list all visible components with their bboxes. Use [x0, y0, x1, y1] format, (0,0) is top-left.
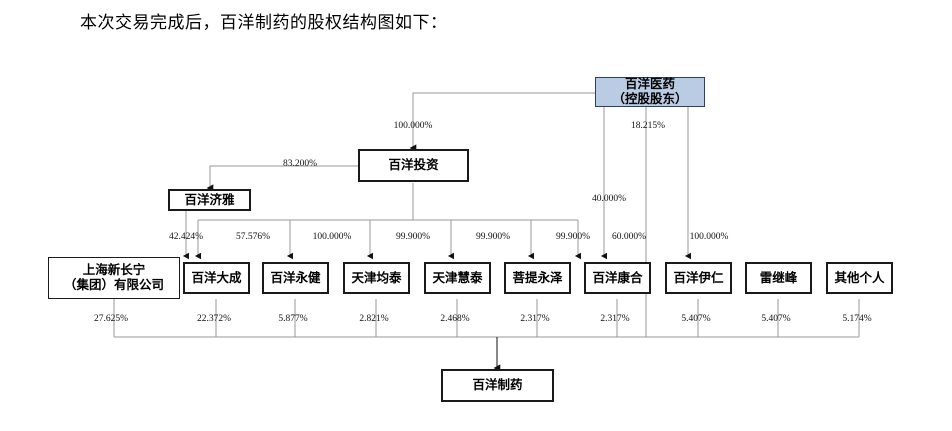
lower-pct-6: 2.317%: [600, 314, 630, 324]
edge-label-holding-to-kanghe: 40.000%: [591, 194, 626, 204]
shareholder-box-5[interactable]: 菩提永泽: [504, 262, 571, 294]
shareholder-box-1[interactable]: 百洋大成: [183, 262, 250, 294]
lower-pct-4: 2.468%: [440, 314, 470, 324]
lower-pct-1: 22.372%: [196, 314, 232, 324]
node-baiyang-investment[interactable]: 百洋投资: [358, 149, 469, 182]
upper-pct-5: 99.900%: [555, 232, 591, 242]
shareholder-box-3[interactable]: 天津均泰: [343, 262, 410, 294]
edge-label-holding-to-yiren: 100.000%: [689, 232, 729, 242]
edge-label-holding-to-investment: 100.000%: [393, 121, 433, 131]
edge-label-investment-to-jiya: 83.200%: [282, 159, 318, 169]
lower-pct-0: 27.625%: [93, 314, 129, 324]
lower-pct-7: 5.407%: [681, 314, 711, 324]
lower-pct-2: 5.877%: [278, 314, 308, 324]
node-baiyang-jiya[interactable]: 百洋济雅: [168, 189, 251, 211]
shareholder-box-6[interactable]: 百洋康合: [584, 262, 651, 294]
upper-pct-6: 60.000%: [611, 232, 647, 242]
page-caption: 本次交易完成后，百洋制药的股权结构图如下：: [80, 13, 448, 32]
shareholder-box-4[interactable]: 天津慧泰: [424, 262, 491, 294]
shareholder-box-0[interactable]: 上海新长宁 （集团）有限公司: [48, 257, 180, 299]
lower-pct-8: 5.407%: [761, 314, 791, 324]
upper-pct-1: 57.576%: [235, 232, 271, 242]
shareholder-box-9[interactable]: 其他个人: [826, 262, 893, 294]
lower-pct-9: 5.174%: [842, 314, 872, 324]
lower-pct-5: 2.317%: [520, 314, 550, 324]
node-target-company[interactable]: 百洋制药: [441, 369, 554, 402]
node-holding-company[interactable]: 百洋医药 （控股股东）: [595, 77, 705, 107]
upper-pct-3: 99.900%: [395, 232, 431, 242]
shareholder-box-7[interactable]: 百洋伊仁: [665, 262, 732, 294]
edge-label-holding-to-target: 18.215%: [630, 121, 666, 131]
upper-pct-0: 42.424%: [168, 232, 204, 242]
upper-pct-2: 100.000%: [312, 232, 352, 242]
lower-pct-3: 2.821%: [359, 314, 389, 324]
shareholder-box-2[interactable]: 百洋永健: [262, 262, 329, 294]
shareholder-box-8[interactable]: 雷继峰: [745, 262, 812, 294]
upper-pct-4: 99.900%: [475, 232, 511, 242]
